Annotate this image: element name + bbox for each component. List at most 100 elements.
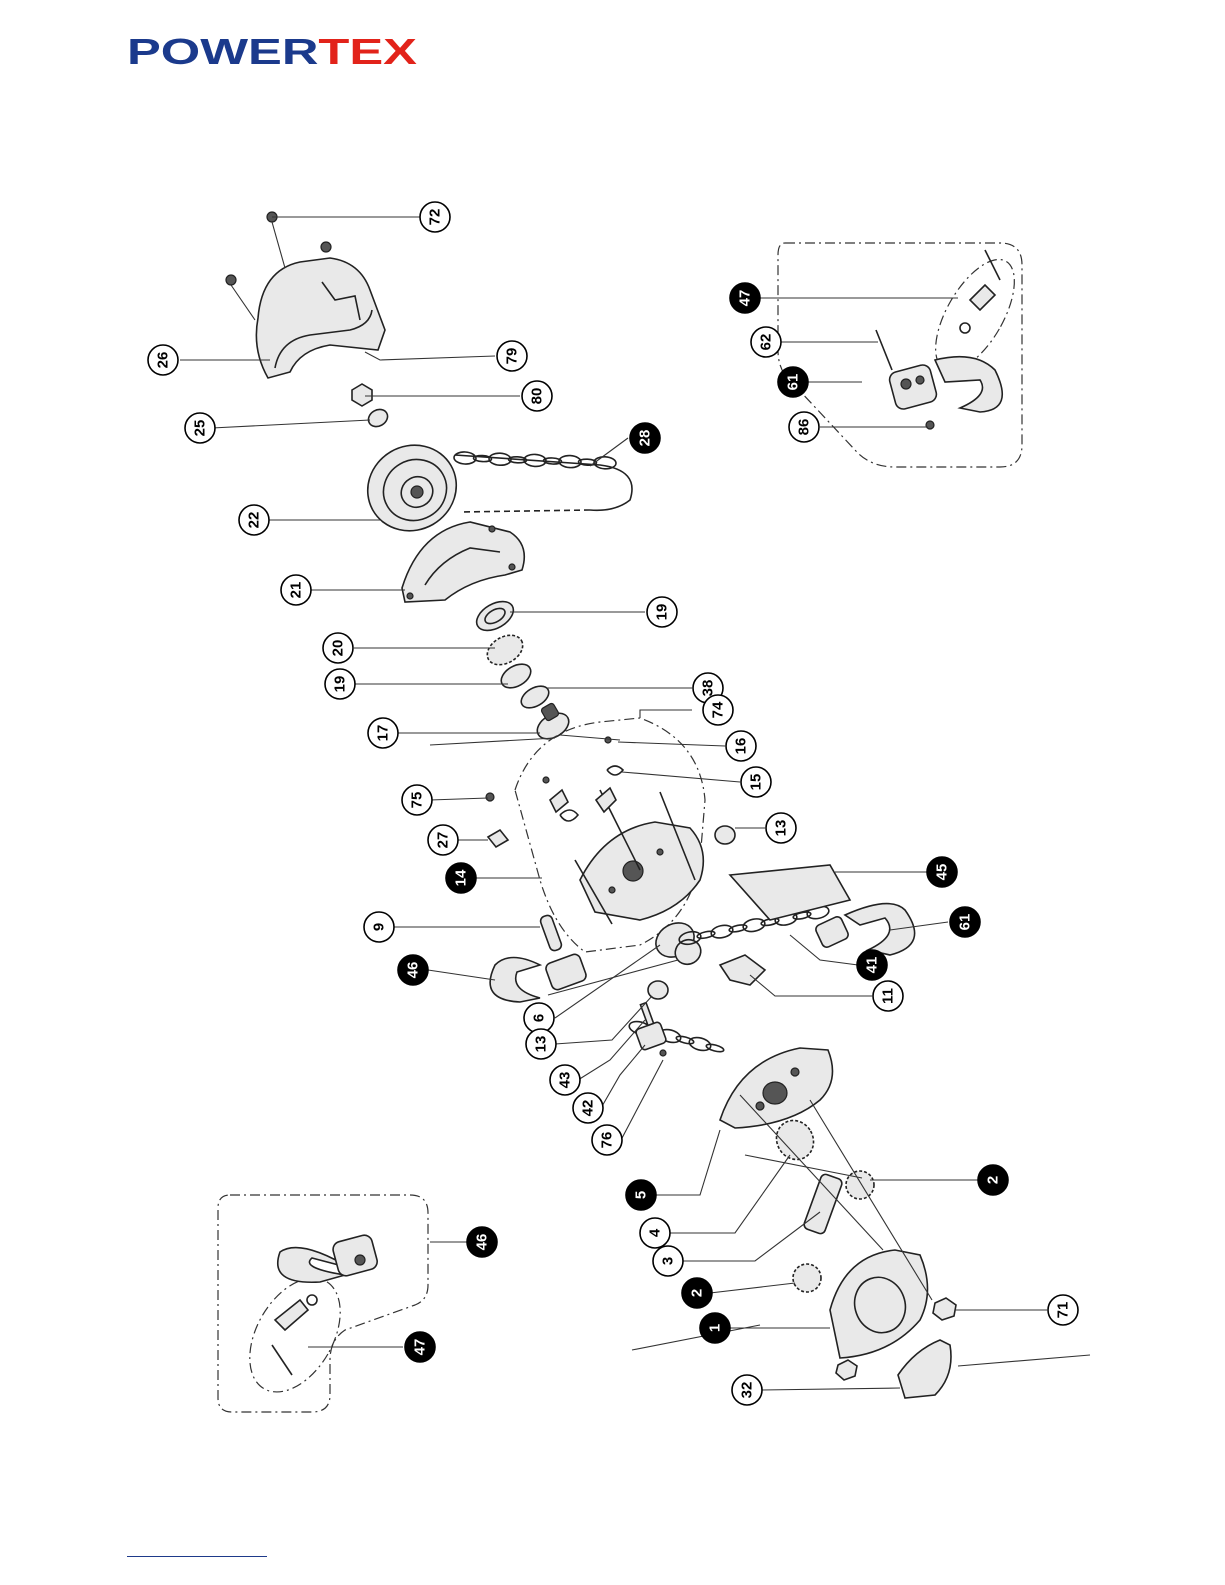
callout-number: 38 [700, 680, 717, 697]
callout-c15: 15 [741, 767, 771, 797]
guide-roller-13a [715, 826, 735, 844]
callout-number: 6 [531, 1014, 548, 1022]
gear-plate-5 [720, 1048, 833, 1128]
side-plate-assembly [486, 718, 705, 952]
callout-number: 5 [633, 1191, 650, 1199]
callout-number: 75 [409, 792, 426, 809]
callout-number: 4 [647, 1228, 664, 1237]
callout-number: 47 [412, 1339, 429, 1356]
anchor-42-43-76 [635, 1003, 667, 1056]
bottom-hook-46 [490, 953, 588, 1002]
callout-number: 3 [660, 1257, 677, 1265]
callout-c75: 75 [402, 785, 432, 815]
brake-cover [402, 522, 524, 602]
shaft-3 [803, 1173, 844, 1235]
callout-c4: 4 [640, 1218, 670, 1248]
nut-71 [933, 1298, 956, 1320]
callout-number: 2 [689, 1289, 706, 1297]
inset-top-hook [876, 250, 1002, 429]
callout-number: 28 [637, 430, 654, 447]
inset-box-bottom-hook [218, 1195, 428, 1412]
callout-c45: 45 [927, 857, 957, 887]
callout-c11: 11 [873, 981, 903, 1011]
inset-bottom-hook [272, 1233, 379, 1375]
callout-c62: 62 [751, 327, 781, 357]
footer-rule [127, 1556, 267, 1557]
callout-number: 43 [557, 1072, 574, 1089]
callout-c1: 1 [700, 1313, 730, 1343]
callout-number: 46 [405, 962, 422, 979]
callout-c21: 21 [281, 575, 311, 605]
callout-number: 13 [773, 820, 790, 837]
callout-number: 25 [192, 420, 209, 437]
callout-c5: 5 [626, 1180, 656, 1210]
friction-disc-19a [472, 596, 519, 637]
callout-number: 14 [453, 869, 470, 886]
callout-number: 72 [427, 209, 444, 226]
callout-c42: 42 [573, 1093, 603, 1123]
callout-number: 76 [599, 1132, 616, 1149]
callout-c72: 72 [420, 202, 450, 232]
callout-number: 32 [739, 1382, 756, 1399]
callout-c28: 28 [630, 423, 660, 453]
callout-number: 47 [737, 290, 754, 307]
callout-number: 45 [934, 864, 951, 881]
callout-c19b: 19 [325, 669, 355, 699]
callout-c74: 74 [703, 695, 733, 725]
callout-c79: 79 [497, 341, 527, 371]
callout-number: 61 [957, 914, 974, 931]
callout-c86: 86 [789, 412, 819, 442]
callout-c47a: 47 [730, 283, 760, 313]
callout-number: 26 [155, 352, 172, 369]
callout-c47b: 47 [405, 1332, 435, 1362]
washer-25 [365, 406, 390, 430]
callout-c26: 26 [148, 345, 178, 375]
callout-number: 21 [288, 582, 305, 599]
gear-case-1 [830, 1250, 928, 1358]
chain-link [676, 1035, 695, 1045]
nut-71b [836, 1360, 857, 1380]
callout-number: 71 [1055, 1302, 1072, 1319]
callout-c25: 25 [185, 413, 215, 443]
callout-c43: 43 [550, 1065, 580, 1095]
pin-9 [539, 914, 563, 952]
callout-c76: 76 [592, 1125, 622, 1155]
nut-80 [352, 384, 372, 406]
callout-c61a: 61 [950, 907, 980, 937]
callout-number: 80 [529, 388, 546, 405]
callout-c13a: 13 [766, 813, 796, 843]
callout-c14: 14 [446, 863, 476, 893]
callout-number: 79 [504, 348, 521, 365]
callout-c71: 71 [1048, 1295, 1078, 1325]
callout-number: 27 [435, 832, 452, 849]
hand-chain [454, 451, 632, 512]
callout-c2a: 2 [978, 1165, 1008, 1195]
callout-c17: 17 [368, 718, 398, 748]
callout-c41: 41 [857, 950, 887, 980]
callout-number: 22 [246, 512, 263, 529]
cover-plate-32 [898, 1340, 951, 1398]
callout-number: 46 [474, 1234, 491, 1251]
callout-number: 19 [332, 676, 349, 693]
callout-c32: 32 [732, 1375, 762, 1405]
callout-number: 86 [796, 419, 813, 436]
callout-c19a: 19 [647, 597, 677, 627]
gear-2-lower [793, 1264, 821, 1292]
chain-guide-45 [730, 865, 850, 920]
chain-link [729, 924, 748, 934]
callout-number: 1 [707, 1324, 724, 1332]
callout-number: 13 [533, 1036, 550, 1053]
callout-c61b: 61 [778, 367, 808, 397]
callout-c46b: 46 [467, 1227, 497, 1257]
callout-c80: 80 [522, 381, 552, 411]
callout-number: 15 [748, 774, 765, 791]
callout-c16: 16 [726, 731, 756, 761]
hand-chain-cover [256, 258, 385, 378]
anchor-block-11 [720, 955, 765, 985]
callout-number: 16 [733, 738, 750, 755]
chain-link [706, 1043, 725, 1053]
callout-c22: 22 [239, 505, 269, 535]
callout-c46a: 46 [398, 955, 428, 985]
callout-number: 20 [330, 640, 347, 657]
